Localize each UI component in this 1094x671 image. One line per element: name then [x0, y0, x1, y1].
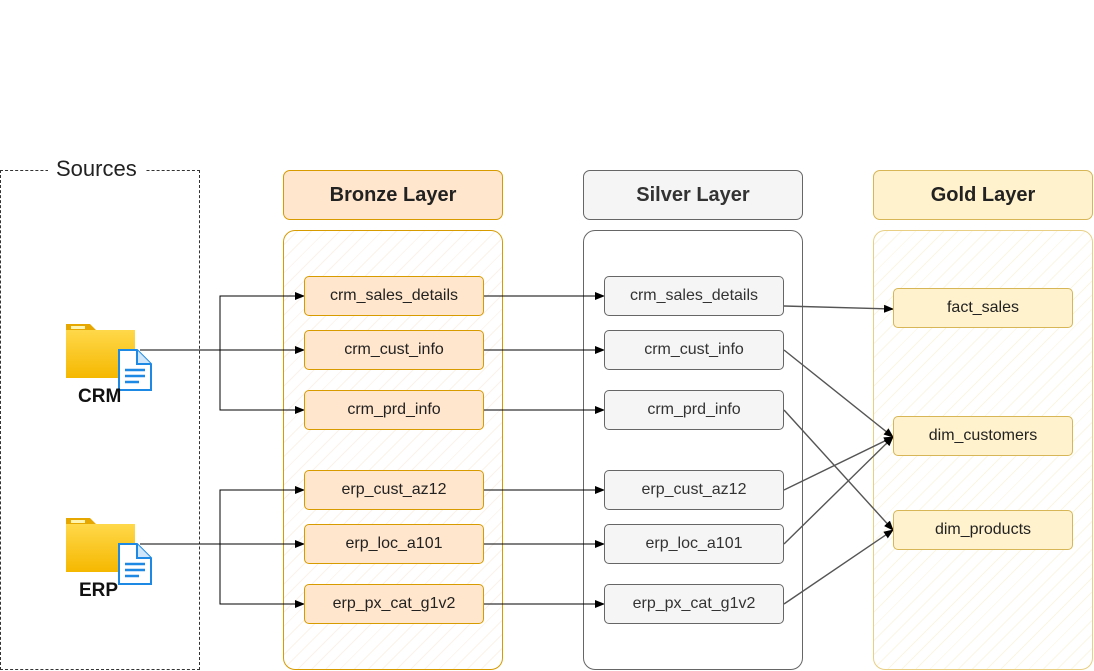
silver-table-node: erp_px_cat_g1v2 [604, 584, 784, 624]
crm-folder-icon [65, 320, 155, 392]
silver-table-node: crm_prd_info [604, 390, 784, 430]
silver-gold-link [783, 304, 894, 313]
silver-layer-header: Silver Layer [583, 170, 803, 220]
silver-gold-link [783, 529, 894, 605]
crm-to-bronze-sales-link [140, 292, 305, 351]
crm-to-bronze-prd-link [219, 350, 305, 414]
gold-table-node: dim_customers [893, 416, 1073, 456]
erp-to-bronze-cat-link [219, 544, 305, 608]
gold-table-node: dim_products [893, 510, 1073, 550]
bronze-table-node: erp_cust_az12 [304, 470, 484, 510]
sources-title: Sources [48, 156, 145, 182]
bronze-table-node: crm_prd_info [304, 390, 484, 430]
erp-to-bronze-cust-link [140, 486, 305, 545]
silver-table-node: erp_loc_a101 [604, 524, 784, 564]
silver-table-node: erp_cust_az12 [604, 470, 784, 510]
bronze-table-node: erp_loc_a101 [304, 524, 484, 564]
erp-source-label: ERP [79, 580, 119, 601]
bronze-table-node: erp_px_cat_g1v2 [304, 584, 484, 624]
crm-document-icon [118, 349, 152, 391]
silver-table-node: crm_sales_details [604, 276, 784, 316]
silver-gold-link [783, 436, 894, 545]
crm-source-label: CRM [78, 386, 122, 407]
bronze-layer-header: Bronze Layer [283, 170, 503, 220]
silver-table-node: crm_cust_info [604, 330, 784, 370]
bronze-table-node: crm_sales_details [304, 276, 484, 316]
silver-gold-link [783, 436, 894, 491]
erp-document-icon [118, 543, 152, 585]
silver-gold-link [783, 349, 894, 438]
silver-gold-link [783, 409, 894, 531]
bronze-table-node: crm_cust_info [304, 330, 484, 370]
gold-table-node: fact_sales [893, 288, 1073, 328]
erp-folder-icon [65, 514, 155, 586]
gold-layer-header: Gold Layer [873, 170, 1093, 220]
